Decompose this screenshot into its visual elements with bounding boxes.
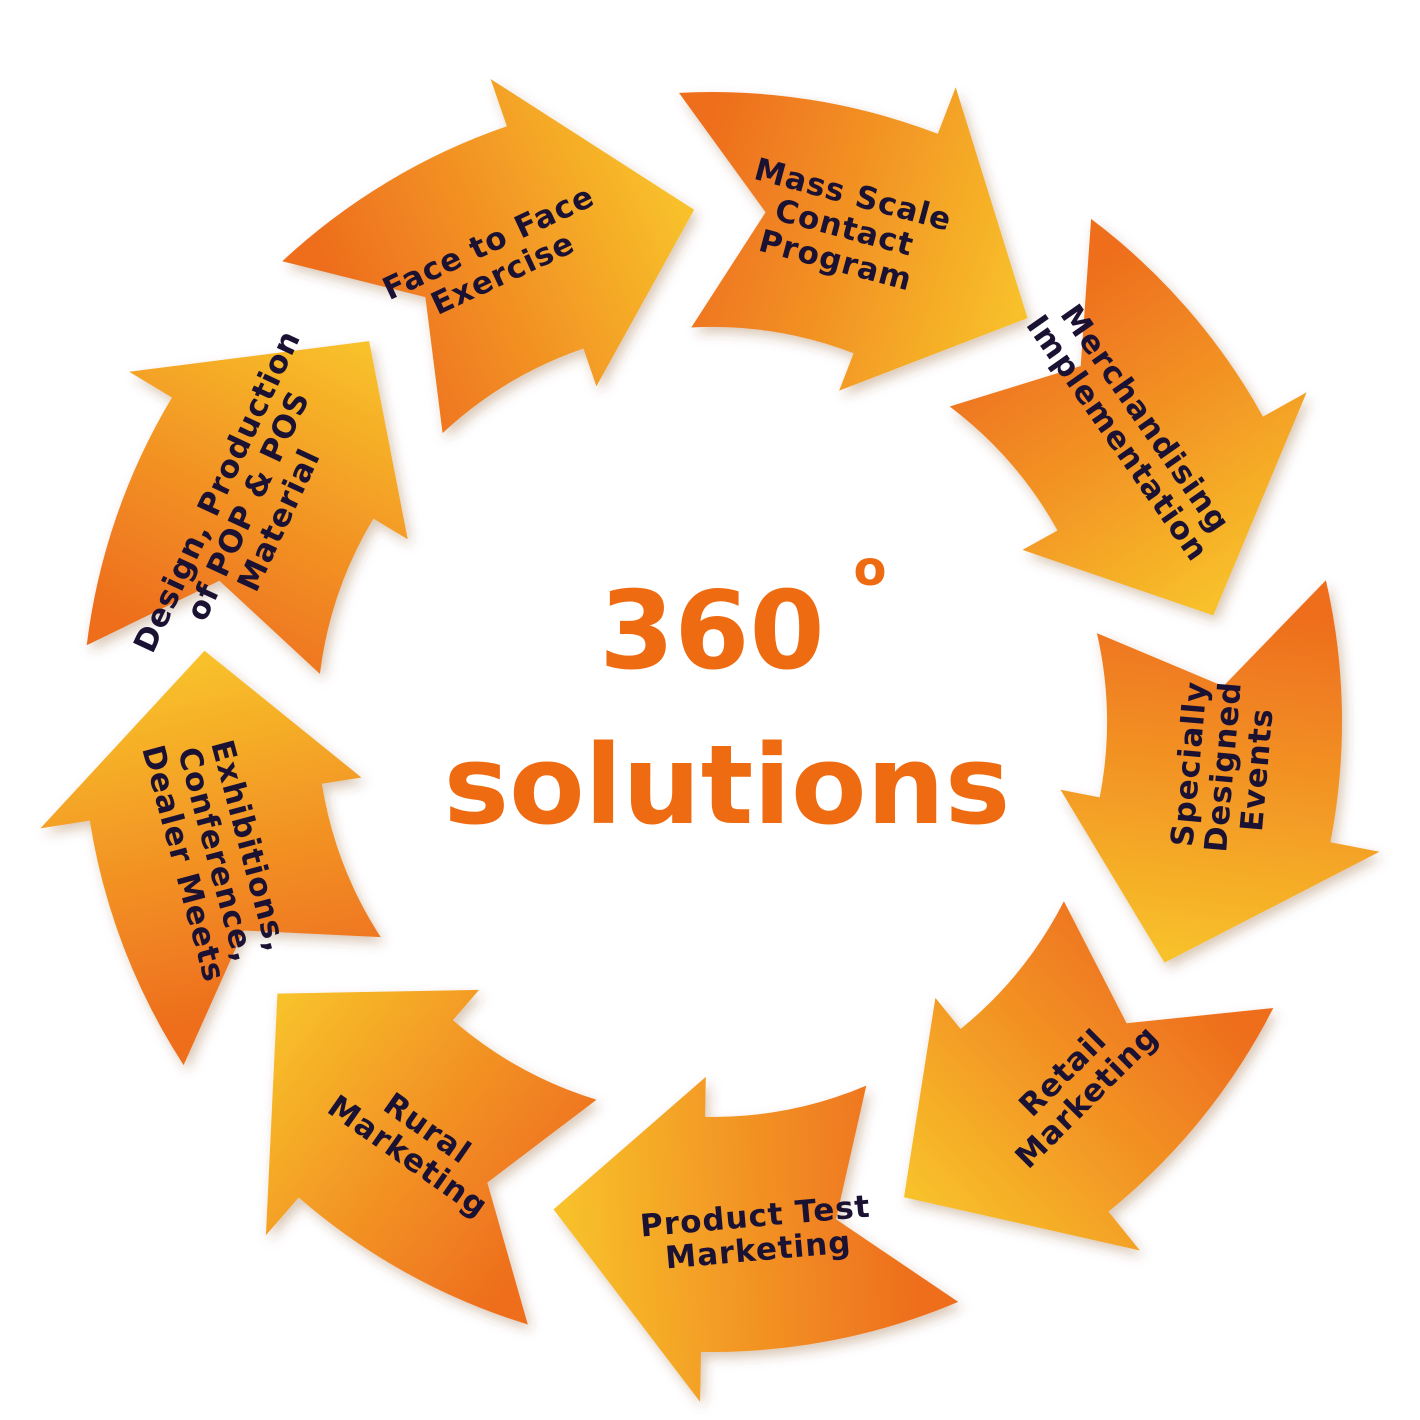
arrow-mass-scale-contact-program [679, 87, 1028, 391]
arrow-product-test-marketing [553, 1076, 959, 1402]
arrow-design-production-pop-pos-material [86, 341, 408, 674]
center-word: solutions [444, 721, 1011, 849]
arrow-retail-marketing [904, 901, 1274, 1251]
center-title: 360 o solutions [444, 541, 1011, 849]
arrow-ring [40, 79, 1380, 1402]
arrow-rural-marketing [265, 989, 597, 1325]
arrow-specially-designed-events [1060, 580, 1380, 963]
label-specially-designed-events: SpeciallyDesignedEvents [1164, 677, 1283, 857]
arrow-exhibitions-conference-dealer-meets [40, 650, 381, 1066]
arrow-merchandising-implementation [949, 218, 1307, 616]
center-degree: o [854, 541, 887, 597]
arrow-face-to-face-exercise [282, 79, 695, 434]
center-number: 360 [599, 569, 824, 694]
